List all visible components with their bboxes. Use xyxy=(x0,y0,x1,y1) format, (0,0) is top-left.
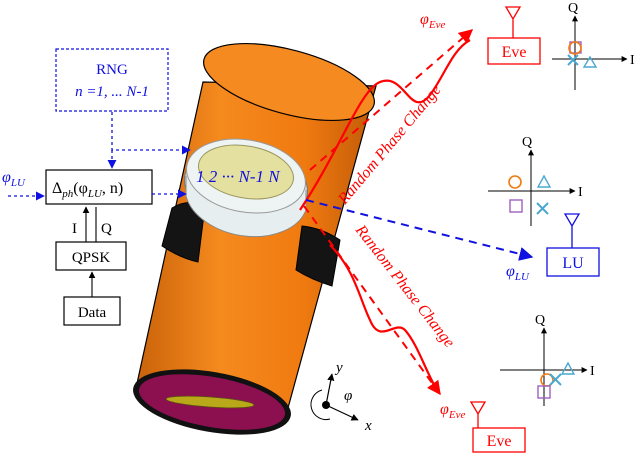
phase-formula: Δph(φLU, n) xyxy=(52,180,123,200)
tx-chain: RNG n =1, ... N-1 Δph(φLU, n) QPSK Data … xyxy=(2,48,191,326)
eve-bottom-label: Eve xyxy=(487,433,512,450)
constellation-mid-cross xyxy=(536,202,549,215)
phase-wave-top xyxy=(299,39,471,211)
pipe-top-cap xyxy=(202,43,376,121)
array-inner-disk xyxy=(198,144,294,200)
beam-to-lu xyxy=(305,199,534,261)
eve-top-box xyxy=(487,37,541,65)
constellation-mid: Q I xyxy=(488,135,583,226)
constellation-top-circle xyxy=(568,41,582,55)
constellation-bottom-i-label: I xyxy=(590,364,595,379)
lu-receiver: LU φLU xyxy=(506,213,600,283)
constellation-top: Q I xyxy=(552,1,635,90)
constellation-bottom: Q I xyxy=(500,313,595,406)
beam-to-eve-bottom xyxy=(303,205,441,396)
constellation-top-triangle xyxy=(582,55,598,68)
constellation-mid-q-label: Q xyxy=(522,135,532,150)
eve-top-receiver: φEve Eve xyxy=(420,6,541,65)
constellation-bottom-triangle xyxy=(560,361,576,375)
q-label: Q xyxy=(101,221,112,237)
qpsk-label: QPSK xyxy=(72,250,111,266)
constellation-top-i-label: I xyxy=(630,53,635,68)
constellation-top-q-label: Q xyxy=(568,1,578,16)
axis-x-label: x xyxy=(364,418,372,434)
constellation-bottom-square xyxy=(537,385,551,399)
qpsk-box xyxy=(55,241,127,271)
coordinate-axes: y φ x xyxy=(310,360,372,434)
random-phase-bottom-label: Random Phase Change xyxy=(351,221,457,351)
lu-label: LU xyxy=(562,255,584,272)
phase-wave-bottom xyxy=(329,244,439,393)
constellation-bottom-q-label: Q xyxy=(535,313,545,328)
eve-bottom-box xyxy=(472,427,526,453)
rng-box xyxy=(55,48,169,112)
constellation-mid-i-label: I xyxy=(578,185,583,200)
constellation-mid-triangle xyxy=(536,174,552,188)
axis-phi-label: φ xyxy=(344,388,352,404)
constellation-mid-square xyxy=(509,199,523,213)
constellation-top-cross xyxy=(567,54,579,66)
eve-bottom-receiver: φEve Eve xyxy=(440,401,526,453)
pipe-end-slot xyxy=(165,395,255,409)
eve-bottom-antenna-icon xyxy=(469,401,487,428)
x-axis-arrow xyxy=(325,404,359,421)
phi-eve-top-label: φEve xyxy=(420,11,445,31)
array-element-labels: 1 2 ··· N-1 N xyxy=(196,167,281,186)
eve-top-label: Eve xyxy=(502,44,527,61)
axis-y-label: y xyxy=(334,360,343,376)
phi-lu-in-label: φLU xyxy=(2,169,26,189)
lu-antenna-icon xyxy=(563,213,581,248)
i-label: I xyxy=(72,221,77,237)
rng-title: RNG xyxy=(96,62,128,78)
eve-top-antenna-icon xyxy=(504,6,522,38)
y-axis-arrow xyxy=(325,373,335,406)
data-label: Data xyxy=(78,305,107,321)
antenna-array: 1 2 ··· N-1 N xyxy=(184,138,308,238)
phi-eve-bottom-label: φEve xyxy=(440,401,465,421)
lu-box xyxy=(546,247,600,277)
phase-box xyxy=(45,169,153,205)
rng-to-array-arrow xyxy=(111,112,191,155)
rng-range: n =1, ... N-1 xyxy=(75,84,149,100)
constellation-bottom-cross xyxy=(549,373,562,386)
data-box xyxy=(63,296,121,326)
phi-lu-right-label: φLU xyxy=(506,263,530,283)
pipe-band-left xyxy=(161,202,206,263)
phi-rotation-arc xyxy=(310,389,331,421)
constellation-mid-circle xyxy=(508,175,522,189)
